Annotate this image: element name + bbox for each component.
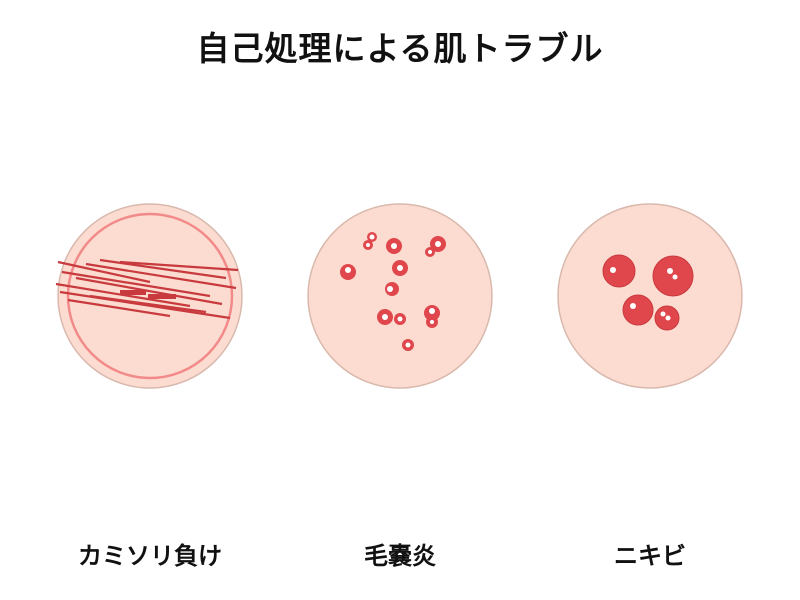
label-folliculitis: 毛嚢炎 [364, 542, 436, 570]
label-acne: ニキビ [614, 542, 686, 570]
folliculitis-icon [307, 203, 493, 389]
follicle-bumps [340, 232, 446, 351]
acne-icon [557, 203, 743, 389]
acne-bumps [602, 254, 694, 331]
razor-burn-icon [55, 203, 243, 389]
page-title: 自己処理による肌トラブル [196, 29, 604, 68]
label-razor-burn: カミソリ負け [78, 542, 222, 570]
